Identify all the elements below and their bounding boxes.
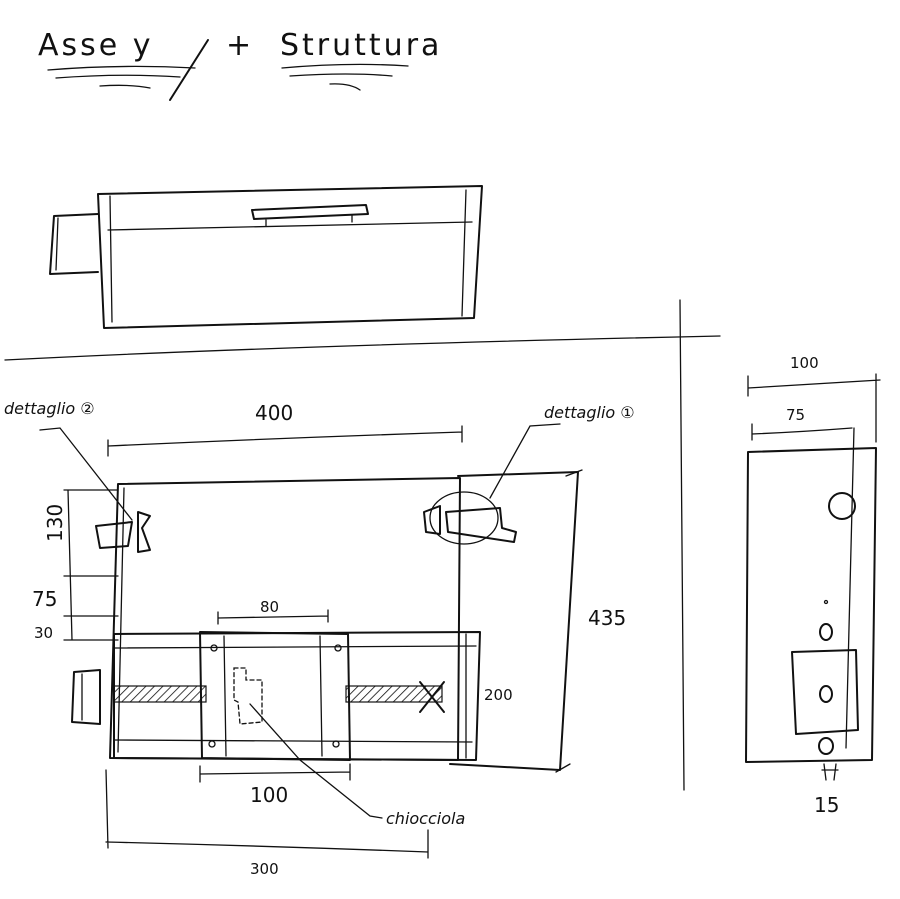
side-plate-hole-icon <box>819 685 833 703</box>
title-underline-right <box>281 63 409 91</box>
side-view-body <box>745 447 877 763</box>
carriage-inner <box>223 635 323 757</box>
label-chiocciola: chiocciola <box>386 809 465 828</box>
front-view-frame <box>109 477 461 761</box>
leader-dettaglio-1 <box>489 423 561 499</box>
top-view-motor <box>49 213 99 275</box>
dim-line-400 <box>107 425 463 457</box>
top-view-body <box>97 185 483 329</box>
dim-line-side-15 <box>821 763 839 781</box>
lead-screw-end-mark <box>419 681 445 713</box>
title-struttura: Struttura <box>280 28 442 63</box>
nut-hidden-outline <box>233 667 263 725</box>
detail-2-bracket <box>95 521 133 549</box>
detail-1-circle <box>429 491 499 545</box>
top-view-inner-sides <box>109 189 467 323</box>
bolt-icon <box>332 740 340 748</box>
label-dettaglio-1: dettaglio ① <box>544 403 635 422</box>
separator-horizontal <box>4 335 721 361</box>
dim-300: 300 <box>250 860 279 878</box>
title-block: Asse y + Struttura <box>38 28 442 101</box>
lead-screw-left <box>113 685 207 703</box>
dim-line-side-100 <box>747 373 881 443</box>
drive-housing <box>113 631 481 761</box>
lead-screw-right <box>345 685 443 703</box>
side-bottom-hole-icon <box>818 737 834 755</box>
left-dim-lines <box>63 489 119 641</box>
side-hole-icon <box>828 492 856 520</box>
front-view: 400 435 130 75 30 dettaglio ② dettaglio … <box>4 399 635 878</box>
dim-line-100 <box>199 763 351 783</box>
label-dettaglio-2: dettaglio ② <box>4 399 95 418</box>
carriage-plate <box>199 631 351 761</box>
top-view-inner-line <box>107 221 473 231</box>
bolt-icon <box>210 644 218 652</box>
dim-100-bottom: 100 <box>250 783 288 807</box>
dim-line-300 <box>105 769 429 859</box>
right-panel <box>449 471 579 771</box>
detail-1-clip <box>423 505 441 535</box>
leader-dettaglio-2 <box>39 427 133 521</box>
side-small-hole-icon <box>819 623 833 641</box>
bolt-icon <box>208 740 216 748</box>
dim-400: 400 <box>255 401 293 425</box>
top-view-handle <box>251 204 369 220</box>
bolt-icon <box>334 644 342 652</box>
top-view-handle-ticks <box>265 214 353 227</box>
detail-1-bracket <box>445 507 517 543</box>
dim-side-15: 15 <box>814 793 839 817</box>
dim-side-75: 75 <box>786 406 805 424</box>
motor-body <box>71 669 101 725</box>
top-view <box>49 185 483 329</box>
side-view-axis <box>845 427 855 749</box>
dim-line-80 <box>217 609 329 625</box>
title-asse-y: Asse y <box>38 28 154 63</box>
front-view-left-inner <box>117 487 125 753</box>
separator-vertical <box>679 299 685 791</box>
side-plate <box>791 649 859 735</box>
dim-80: 80 <box>260 598 279 616</box>
dim-line-side-75 <box>751 423 853 441</box>
top-view-motor-edge <box>55 217 59 271</box>
dim-130: 130 <box>43 504 67 542</box>
dim-200: 200 <box>484 686 513 704</box>
right-panel-ticks <box>555 469 583 773</box>
title-underline-left <box>47 65 196 89</box>
dim-30-left: 30 <box>34 624 53 642</box>
dim-side-100: 100 <box>790 354 819 372</box>
dim-75: 75 <box>32 587 57 611</box>
leader-chiocciola <box>249 703 383 819</box>
drive-rails <box>113 645 477 743</box>
title-plus: + <box>226 28 254 63</box>
side-view: 100 75 15 <box>745 354 881 817</box>
dim-435: 435 <box>588 606 626 630</box>
title-y-stroke <box>169 39 209 101</box>
detail-2-clip <box>137 511 151 553</box>
side-dot <box>823 599 829 605</box>
